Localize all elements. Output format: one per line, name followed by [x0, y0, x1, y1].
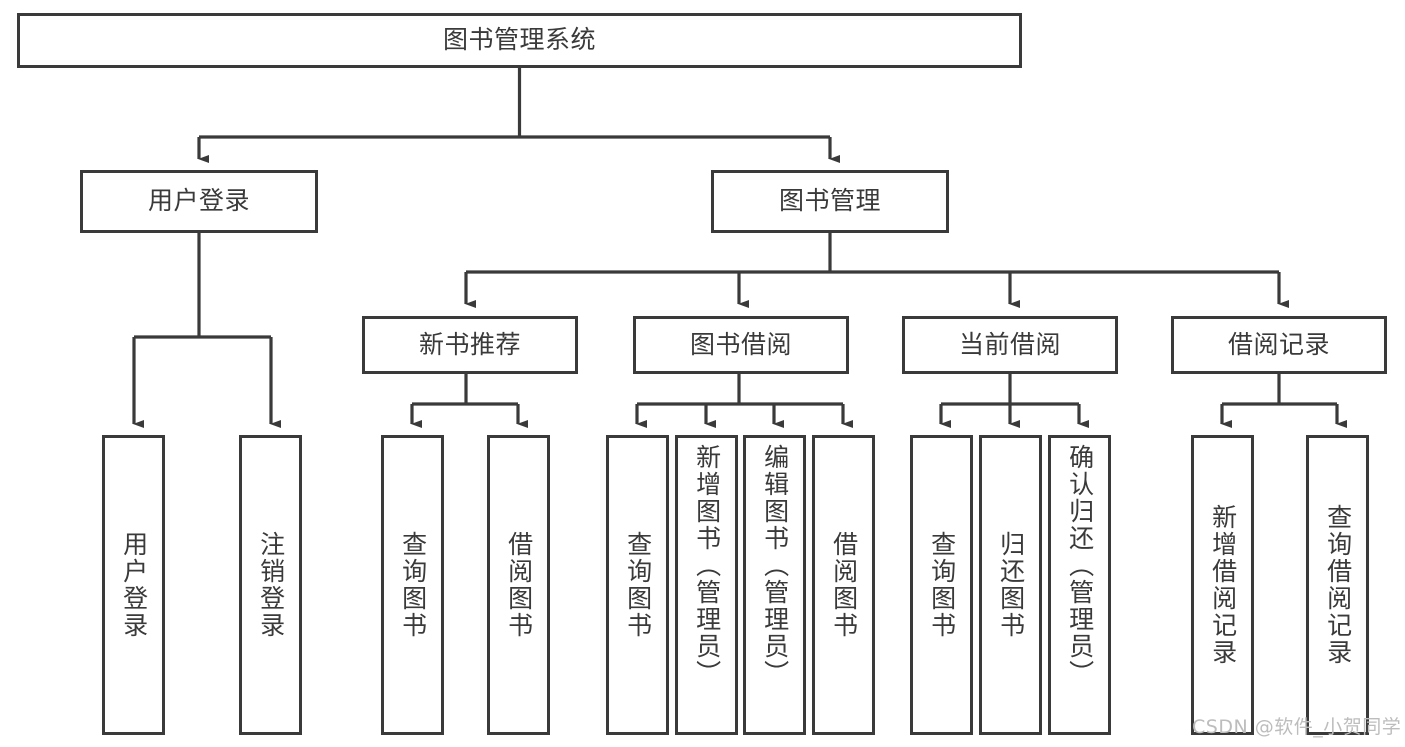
node-book-manage[interactable]: 图书管理: [711, 170, 949, 233]
leaf-borrow-book-2[interactable]: 借阅图书: [812, 435, 875, 735]
leaf-return-book-label: 归还图书: [996, 531, 1026, 639]
leaf-borrow-book-2-label: 借阅图书: [829, 531, 859, 639]
node-current-borrow-label: 当前借阅: [958, 329, 1061, 359]
leaf-add-book[interactable]: 新增图书（管理员）: [675, 435, 738, 735]
node-current-borrow[interactable]: 当前借阅: [902, 316, 1118, 374]
node-borrow-record-label: 借阅记录: [1227, 329, 1330, 359]
leaf-query-book-2-label: 查询图书: [623, 531, 653, 639]
leaf-user-login[interactable]: 用户登录: [102, 435, 165, 735]
leaf-query-book-1-label: 查询图书: [398, 531, 428, 639]
leaf-borrow-book-1-label: 借阅图书: [504, 531, 534, 639]
node-user-login-label: 用户登录: [147, 186, 250, 216]
leaf-query-record-label: 查询借阅记录: [1323, 504, 1353, 666]
node-book-borrow-label: 图书借阅: [689, 329, 792, 359]
leaf-borrow-book-1[interactable]: 借阅图书: [487, 435, 550, 735]
node-new-book-recommend-label: 新书推荐: [418, 329, 521, 359]
node-new-book-recommend[interactable]: 新书推荐: [362, 316, 578, 374]
leaf-add-book-label: 新增图书（管理员）: [692, 444, 722, 687]
leaf-user-login-label: 用户登录: [119, 531, 149, 639]
node-root[interactable]: 图书管理系统: [17, 13, 1022, 68]
leaf-edit-book[interactable]: 编辑图书（管理员）: [743, 435, 806, 735]
leaf-user-logout[interactable]: 注销登录: [239, 435, 302, 735]
leaf-add-record-label: 新增借阅记录: [1208, 504, 1238, 666]
leaf-add-record[interactable]: 新增借阅记录: [1191, 435, 1254, 735]
node-user-login[interactable]: 用户登录: [80, 170, 318, 233]
leaf-query-book-3-label: 查询图书: [927, 531, 957, 639]
leaf-query-book-3[interactable]: 查询图书: [910, 435, 973, 735]
leaf-query-book-2[interactable]: 查询图书: [606, 435, 669, 735]
leaf-return-book[interactable]: 归还图书: [979, 435, 1042, 735]
node-borrow-record[interactable]: 借阅记录: [1171, 316, 1387, 374]
node-book-borrow[interactable]: 图书借阅: [633, 316, 849, 374]
leaf-query-book-1[interactable]: 查询图书: [381, 435, 444, 735]
leaf-user-logout-label: 注销登录: [256, 531, 286, 639]
leaf-edit-book-label: 编辑图书（管理员）: [760, 444, 790, 687]
leaf-confirm-return[interactable]: 确认归还（管理员）: [1048, 435, 1111, 735]
node-root-label: 图书管理系统: [442, 25, 596, 55]
leaf-confirm-return-label: 确认归还（管理员）: [1065, 444, 1095, 687]
node-book-manage-label: 图书管理: [778, 186, 881, 216]
csdn-watermark: CSDN @软件_小贺同学: [1192, 716, 1402, 738]
leaf-query-record[interactable]: 查询借阅记录: [1306, 435, 1369, 735]
